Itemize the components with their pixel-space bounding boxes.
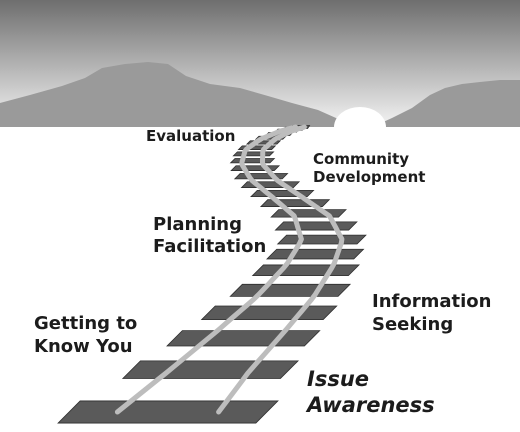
stage-planning-facilitation-line-2: Facilitation [153, 235, 267, 257]
railroad-tie [200, 305, 338, 320]
stage-planning-facilitation-line-1: Planning [153, 214, 243, 235]
railroad-tie [270, 209, 347, 218]
stage-getting-to-know-you-line-2: Know You [34, 335, 133, 357]
stage-issue-awareness-label: Issue Awareness [307, 366, 435, 419]
stage-getting-to-know-you-line-1: Getting to [34, 313, 138, 334]
stage-community-development-label: Community Development [313, 150, 425, 187]
stage-issue-awareness-line-2: Awareness [307, 393, 435, 418]
stage-community-development-line-1: Community [313, 150, 410, 168]
railroad-tie [266, 248, 365, 260]
railroad-tie [230, 165, 281, 171]
railroad-tie [166, 330, 321, 347]
railroad-tie [232, 151, 275, 157]
railroad-tie [121, 360, 300, 379]
stage-getting-to-know-you-label: Getting to Know You [34, 313, 137, 358]
railroad-tie [233, 173, 289, 180]
railroad-tie [229, 158, 276, 164]
stage-planning-facilitation-label: Planning Facilitation [153, 214, 266, 258]
railroad-tie [274, 221, 358, 231]
stage-evaluation-label: Evaluation [146, 128, 235, 145]
stage-information-seeking-label: Information Seeking [372, 291, 491, 336]
setting-sun [334, 107, 386, 127]
left-rail [114, 124, 304, 415]
railroad-tie [276, 234, 367, 245]
stage-issue-awareness-line-1: Issue [307, 367, 370, 391]
railroad-rails [114, 124, 345, 415]
stage-community-development-line-2: Development [313, 168, 426, 187]
railroad-tie [57, 400, 279, 424]
mountain-range [0, 62, 520, 127]
railroad-tie [259, 199, 331, 207]
railroad-tie [229, 283, 352, 297]
right-rail [216, 124, 345, 415]
stage-evaluation-line-1: Evaluation [146, 127, 236, 145]
railroad-tie [251, 264, 360, 277]
stage-information-seeking-line-1: Information [372, 291, 492, 312]
stage-information-seeking-line-2: Seeking [372, 313, 454, 335]
